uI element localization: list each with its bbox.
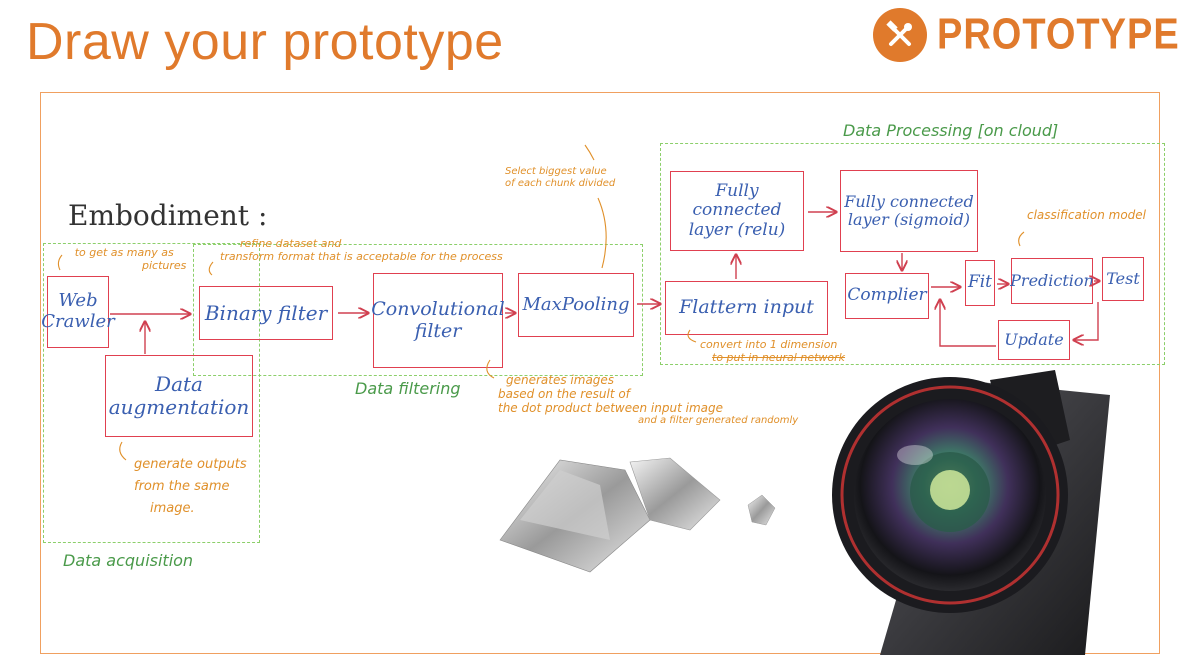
node-max-pooling: MaxPooling (518, 273, 634, 337)
fc-sigmoid-line-2: layer (sigmoid) (847, 210, 971, 229)
note-flatten: convert into 1 dimension to put in neura… (700, 338, 846, 364)
fc-relu-line-1: Fully connected (692, 180, 782, 221)
data-augmentation-line-1: Data (155, 372, 203, 396)
note-crawler-line-2: pictures (142, 258, 187, 272)
leader-lines (57, 144, 1025, 461)
region-data-filtering (193, 244, 643, 376)
region-label-acquisition: Data acquisition (63, 551, 194, 570)
note-augmentation-line-2: from the same (134, 479, 230, 495)
node-test: Test (1102, 257, 1144, 301)
flow-arrows (110, 212, 1099, 354)
prototype-logo: PROTOTYPE (873, 6, 1180, 64)
region-data-processing (660, 143, 1165, 365)
node-flatten-input: Flattern input (665, 281, 828, 335)
web-crawler-line-2: Crawler (41, 311, 115, 332)
node-fit: Fit (965, 260, 995, 306)
note-crawler: to get as many as pictures (62, 246, 187, 272)
note-conv: generates images based on the result of … (498, 373, 799, 427)
node-compiler: Complier (845, 273, 929, 319)
node-binary-filter: Binary filter (199, 286, 333, 340)
note-maxpool-line-1: Select biggest value (505, 166, 607, 177)
binary-filter-label: Binary filter (204, 300, 328, 325)
prediction-label: Prediction (1010, 270, 1094, 290)
note-binary-line-1: refine dataset and (240, 237, 342, 250)
diamonds-photo (476, 452, 796, 573)
flatten-input-label: Flattern input (679, 296, 814, 319)
hammer-wrench-icon (873, 8, 927, 62)
note-binary: refine dataset and transform format that… (220, 237, 503, 263)
fc-sigmoid-line-1: Fully connected (844, 191, 974, 211)
note-conv-line-4: and a filter generated randomly (638, 415, 799, 427)
region-label-processing: Data Processing [on cloud] (843, 121, 1059, 140)
note-binary-line-2: transform format that is acceptable for … (220, 249, 503, 263)
diagram-frame (40, 92, 1160, 654)
compiler-label: Complier (847, 285, 927, 306)
note-augmentation-line-1: generate outputs (134, 457, 247, 472)
note-flatten-line-2: to put in neural network (712, 350, 846, 364)
embodiment-heading: Embodiment : (68, 199, 268, 232)
region-data-acquisition (43, 243, 260, 543)
note-classification: classification model (1027, 208, 1146, 222)
note-crawler-line-1: to get as many as (74, 246, 174, 259)
note-maxpool-line-2: of each chunk divided (505, 177, 616, 189)
test-label: Test (1106, 268, 1140, 288)
note-maxpool: Select biggest value of each chunk divid… (505, 166, 615, 189)
conv-filter-line-1: Convolutional (371, 297, 505, 320)
node-update: Update (998, 320, 1070, 360)
note-flatten-line-1: convert into 1 dimension (700, 338, 838, 351)
update-label: Update (1004, 329, 1064, 349)
phone-lens-photo (832, 370, 1110, 655)
region-label-filtering: Data filtering (355, 379, 461, 398)
data-augmentation-line-2: augmentation (108, 395, 250, 419)
web-crawler-line-1: Web (58, 290, 98, 312)
logo-text: PROTOTYPE (937, 10, 1180, 59)
max-pooling-label: MaxPooling (522, 293, 630, 315)
note-conv-line-1: generates images (506, 373, 615, 387)
note-conv-line-3: the dot product between input image (498, 400, 723, 415)
page-title: Draw your prototype (26, 13, 504, 71)
fit-label: Fit (967, 272, 993, 293)
note-augmentation-line-3: image. (150, 501, 195, 517)
fc-relu-line-2: layer (relu) (688, 219, 786, 240)
note-augmentation: generate outputs from the same image. (134, 454, 247, 520)
conv-filter-line-2: filter (414, 319, 462, 342)
note-conv-line-2: based on the result of (498, 386, 630, 401)
